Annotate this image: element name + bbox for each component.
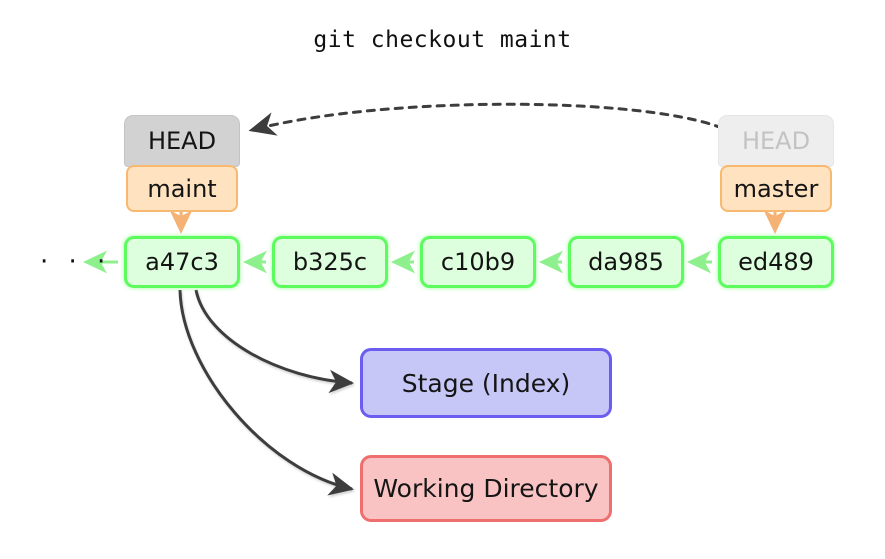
commit-node-b325c[interactable]: b325c: [272, 236, 388, 288]
commit-id: a47c3: [145, 248, 219, 276]
commit-id: b325c: [292, 248, 368, 276]
commit-node-da985[interactable]: da985: [568, 236, 684, 288]
commit-id: ed489: [738, 248, 814, 276]
branch-to-commit-arrows: [169, 210, 787, 234]
history-ellipsis: · · ·: [40, 247, 112, 277]
commit-id: da985: [588, 248, 664, 276]
branch-label-master: master: [733, 174, 819, 203]
branch-box-maint[interactable]: maint: [126, 165, 238, 212]
head-move-arrow: [248, 102, 724, 136]
head-box-master-old[interactable]: HEAD: [718, 115, 834, 167]
head-label-left: HEAD: [147, 127, 217, 155]
stage-index-label: Stage (Index): [401, 368, 571, 398]
head-box-maint[interactable]: HEAD: [124, 115, 240, 167]
stage-index-box[interactable]: Stage (Index): [360, 348, 612, 418]
head-label-right: HEAD: [741, 127, 811, 155]
page-title: git checkout maint: [313, 27, 572, 53]
branch-label-maint: maint: [147, 174, 217, 203]
commit-id: c10b9: [440, 248, 516, 276]
branch-box-master[interactable]: master: [720, 165, 832, 212]
checkout-flow-arrows: [178, 289, 355, 496]
commit-node-a47c3[interactable]: a47c3: [124, 236, 240, 288]
working-directory-label: Working Directory: [373, 474, 599, 503]
commit-node-c10b9[interactable]: c10b9: [420, 236, 536, 288]
commit-node-ed489[interactable]: ed489: [718, 236, 834, 288]
working-directory-box[interactable]: Working Directory: [360, 455, 612, 522]
